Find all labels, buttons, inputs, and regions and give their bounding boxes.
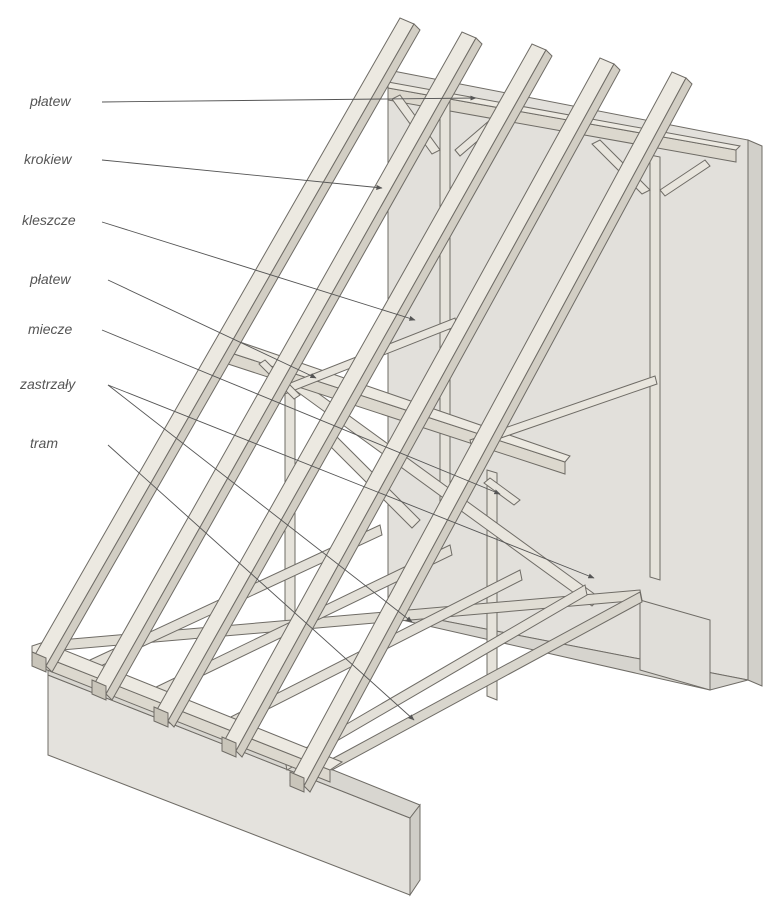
leader-kleszcze <box>101 221 416 321</box>
leader-krokiew <box>101 159 383 190</box>
leader-lines <box>101 95 595 721</box>
leader-zastrzaly-2 <box>107 384 413 623</box>
leader-platew-mid <box>107 279 317 379</box>
rafter-ends <box>31 651 305 793</box>
label-krokiew: krokiew <box>24 151 72 167</box>
leader-tram <box>107 444 415 721</box>
rafters <box>31 17 693 793</box>
side-wall-base <box>639 599 711 691</box>
leader-miecze <box>101 329 501 495</box>
label-tram: tram <box>30 435 58 451</box>
labels: płatew krokiew kleszcze płatew miecze za… <box>19 93 76 451</box>
label-platew-mid: płatew <box>29 271 71 287</box>
label-miecze: miecze <box>28 321 73 337</box>
label-zastrzaly: zastrzały <box>19 376 76 392</box>
label-platew-top: płatew <box>29 93 71 109</box>
label-kleszcze: kleszcze <box>22 212 76 228</box>
leader-zastrzaly-1 <box>107 384 595 579</box>
leader-platew-top <box>101 95 477 103</box>
